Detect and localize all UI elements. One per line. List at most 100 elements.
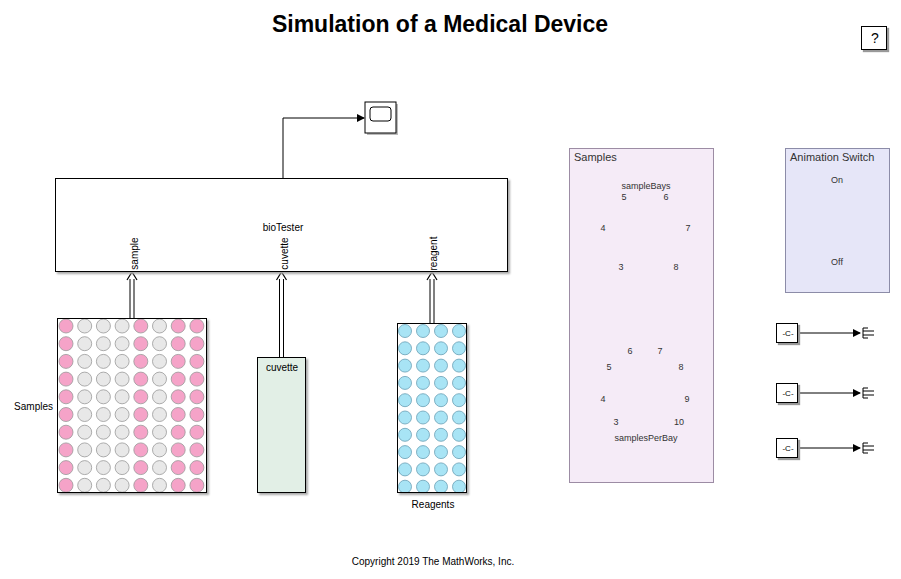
sample-well bbox=[134, 408, 148, 422]
sample-well bbox=[134, 478, 148, 492]
constant-value: -C- bbox=[782, 445, 793, 454]
reagent-well bbox=[453, 376, 466, 389]
reagent-well bbox=[399, 428, 412, 441]
sample-well bbox=[78, 372, 92, 386]
sample-well bbox=[78, 354, 92, 368]
sample-well bbox=[153, 354, 167, 368]
constant-block: -C- bbox=[776, 383, 798, 403]
sample-well bbox=[96, 390, 110, 404]
reagent-well bbox=[453, 446, 466, 459]
reagent-well bbox=[417, 446, 430, 459]
knob-label: sampleBays bbox=[621, 182, 670, 192]
bus-line bbox=[130, 279, 131, 318]
sample-well bbox=[171, 372, 185, 386]
reagent-well bbox=[453, 480, 466, 493]
sample-well bbox=[115, 461, 129, 475]
reagent-well bbox=[435, 376, 448, 389]
sample-well bbox=[59, 319, 73, 333]
bus-line bbox=[283, 279, 284, 357]
constant-block: -C- bbox=[776, 323, 798, 343]
sample-well bbox=[96, 337, 110, 351]
knob-tick-number: 10 bbox=[674, 418, 684, 428]
sample-well bbox=[59, 372, 73, 386]
sample-well bbox=[153, 461, 167, 475]
reagent-well bbox=[435, 359, 448, 372]
sample-well bbox=[171, 408, 185, 422]
switch-state-label: Off bbox=[831, 258, 843, 268]
sample-well bbox=[59, 390, 73, 404]
help-label: ? bbox=[871, 31, 879, 46]
sample-well bbox=[96, 354, 110, 368]
sample-well bbox=[78, 461, 92, 475]
bus-line bbox=[434, 279, 435, 323]
sample-well bbox=[134, 337, 148, 351]
knob-tick-number: 9 bbox=[684, 395, 689, 405]
reagent-well bbox=[417, 463, 430, 476]
copyright-caption: Copyright 2019 The MathWorks, Inc. bbox=[352, 556, 515, 567]
block-name: bioTester bbox=[263, 222, 304, 233]
sample-well bbox=[153, 408, 167, 422]
sample-well bbox=[134, 443, 148, 457]
switch-state-label: On bbox=[831, 176, 843, 186]
sample-well bbox=[190, 337, 204, 351]
knob-tick-number: 8 bbox=[678, 363, 683, 373]
sample-well bbox=[78, 478, 92, 492]
reagent-well bbox=[417, 342, 430, 355]
sample-well bbox=[78, 319, 92, 333]
bus-line bbox=[430, 279, 431, 323]
sample-plate: Samples bbox=[57, 318, 207, 493]
sample-well bbox=[59, 443, 73, 457]
constant-value: -C- bbox=[782, 330, 793, 339]
reagent-well bbox=[453, 342, 466, 355]
reagent-well bbox=[399, 342, 412, 355]
arrow-head bbox=[277, 272, 287, 280]
reagent-well bbox=[399, 325, 412, 338]
sample-well bbox=[153, 337, 167, 351]
knob-tick-number: 4 bbox=[600, 224, 605, 234]
reagent-well bbox=[453, 463, 466, 476]
sample-well bbox=[171, 390, 185, 404]
sample-well bbox=[78, 337, 92, 351]
constant-wires bbox=[798, 328, 874, 453]
reagent-well bbox=[435, 463, 448, 476]
sample-well bbox=[115, 443, 129, 457]
knob-tick-number: 3 bbox=[618, 263, 623, 273]
knob-label: samplesPerBay bbox=[614, 434, 677, 444]
knob-tick-number: 3 bbox=[613, 418, 618, 428]
reagent-plate: Reagents bbox=[397, 323, 467, 493]
sample-well bbox=[171, 461, 185, 475]
sample-well bbox=[115, 372, 129, 386]
sample-well bbox=[190, 408, 204, 422]
knob-tick-number: 5 bbox=[621, 193, 626, 203]
sample-well bbox=[96, 425, 110, 439]
sample-well bbox=[59, 354, 73, 368]
sample-well bbox=[59, 425, 73, 439]
sample-well bbox=[78, 408, 92, 422]
reagent-well bbox=[417, 376, 430, 389]
arrow-head bbox=[427, 272, 437, 280]
subsystem-block: bioTestersamplecuvettereagent bbox=[55, 178, 508, 272]
bus-connector bbox=[277, 272, 287, 357]
reagent-well bbox=[399, 376, 412, 389]
port-label: sample bbox=[129, 238, 140, 270]
sample-well bbox=[115, 390, 129, 404]
reagent-well bbox=[435, 446, 448, 459]
knob-tick-number: 6 bbox=[627, 347, 632, 357]
reagent-well bbox=[435, 342, 448, 355]
sample-well bbox=[171, 319, 185, 333]
sample-well bbox=[59, 408, 73, 422]
block-name: Reagents bbox=[412, 499, 455, 510]
sample-well bbox=[115, 354, 129, 368]
sample-well bbox=[96, 372, 110, 386]
reagent-well bbox=[399, 411, 412, 424]
reagent-well bbox=[453, 411, 466, 424]
sample-well bbox=[78, 425, 92, 439]
sample-well bbox=[115, 337, 129, 351]
sample-well bbox=[190, 461, 204, 475]
sample-well bbox=[134, 425, 148, 439]
sample-well bbox=[190, 443, 204, 457]
reagent-well bbox=[435, 411, 448, 424]
sample-well bbox=[96, 443, 110, 457]
knob-tick-number: 7 bbox=[685, 224, 690, 234]
arrow-head bbox=[127, 272, 137, 280]
